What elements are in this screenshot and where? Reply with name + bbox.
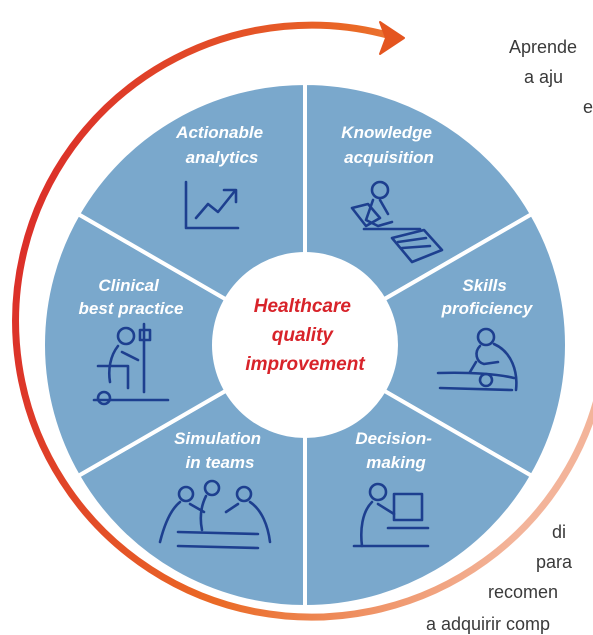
svg-text:Knowledge acquisition: Knowledge acquisition <box>341 123 436 167</box>
segment-label-analytics-1: Actionable <box>175 123 263 142</box>
segment-label-knowledge-2: acquisition <box>344 148 434 167</box>
person-at-computer-icon <box>352 482 430 548</box>
svg-text:Actionable analytics: Actionable analytics <box>175 123 268 167</box>
svg-text:Clinical best practice: Clinical best practice <box>79 276 184 318</box>
svg-text:Decision- making: Decision- making <box>355 429 436 472</box>
arrow-head-icon <box>379 21 405 55</box>
team-simulation-icon <box>158 479 272 550</box>
cycle-arrow-arc <box>12 21 593 621</box>
center-title-line-1: Healthcare <box>254 296 352 317</box>
svg-text:Healthcare quality imp: Healthcare quality improvement <box>245 296 365 375</box>
segment-label-skills-1: Skills <box>462 276 506 295</box>
center-circle <box>212 252 398 438</box>
segment-label-decision-2: making <box>366 453 426 472</box>
patient-care-icon <box>436 327 518 392</box>
center-title-line-2: quality <box>272 325 335 346</box>
segment-label-skills-2: proficiency <box>441 299 534 318</box>
svg-text:Simulation in teams: Simulation in teams <box>174 429 266 472</box>
center-title-line-3: improvement <box>245 354 365 375</box>
segment-label-clinical-2: best practice <box>79 299 184 318</box>
segment-label-knowledge-1: Knowledge <box>341 123 432 142</box>
segment-label-clinical-1: Clinical <box>98 276 160 295</box>
segment-label-decision-1: Decision- <box>355 429 432 448</box>
trend-chart-icon <box>184 180 240 230</box>
segment-label-analytics-2: analytics <box>186 148 259 167</box>
side-text-line-1: Aprende <box>509 37 578 57</box>
side-text-line-6: recomen <box>488 582 559 602</box>
svg-text:Skills proficiency: Skills proficiency <box>441 276 534 318</box>
segment-clinical <box>41 211 310 479</box>
side-text-line-4: di <box>552 522 567 542</box>
segment-label-simulation-2: in teams <box>186 453 255 472</box>
side-text-line-2: a aju <box>524 67 564 87</box>
segment-skills <box>300 211 569 479</box>
side-text-line-5: para <box>536 552 573 572</box>
clinician-at-bedside-icon <box>92 322 170 406</box>
side-text-line-3: e <box>583 97 593 117</box>
reading-person-icon <box>350 180 444 264</box>
segment-label-simulation-1: Simulation <box>174 429 261 448</box>
side-text-line-7: a adquirir comp <box>426 614 551 634</box>
